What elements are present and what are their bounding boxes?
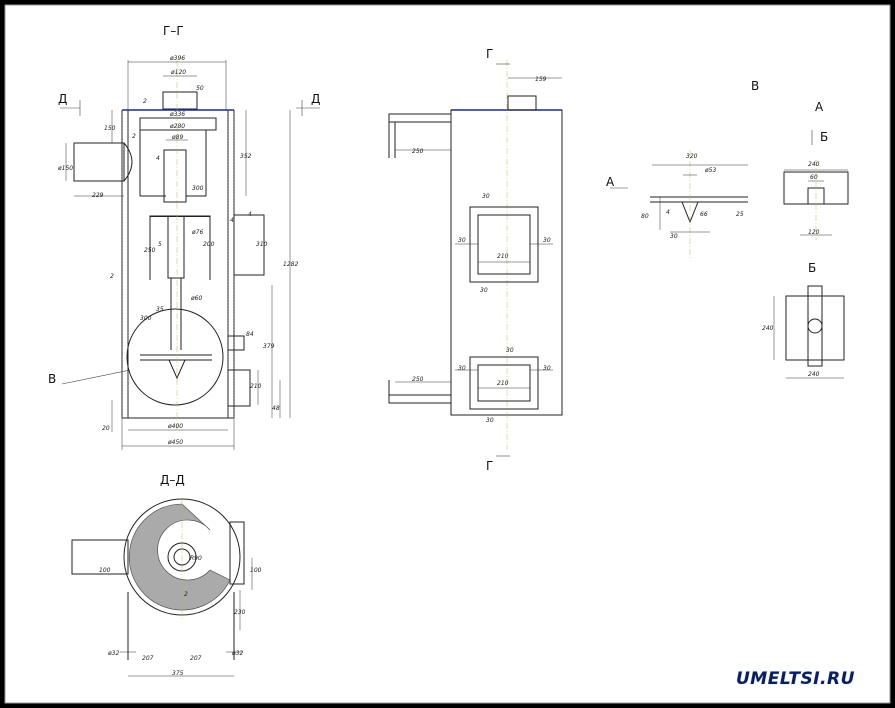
cut-label-g-top: Г <box>486 47 493 61</box>
dim-w250a: 250 <box>412 148 424 155</box>
cut-label-d-right: Д <box>311 92 320 106</box>
dim-v2b: 2 <box>132 133 136 140</box>
dim-d400: ø400 <box>167 423 183 430</box>
dim-d450: ø450 <box>167 439 183 446</box>
view-a-title: А <box>815 100 824 114</box>
dim-d32a: ø32 <box>107 650 119 657</box>
dim-d396: ø396 <box>169 55 185 62</box>
dim-s30-3: 30 <box>543 237 551 244</box>
dim-v4a: 4 <box>156 155 160 162</box>
dim-v300a: 300 <box>192 185 204 192</box>
dim-v207a: 207 <box>142 655 154 662</box>
dim-a-w240: 240 <box>808 161 820 168</box>
dim-a25: 25 <box>736 211 744 218</box>
dim-v1282: 1282 <box>283 261 298 268</box>
dim-v4b: 4 <box>230 217 234 224</box>
dim-r90: R90 <box>190 555 202 562</box>
dim-d120: ø120 <box>170 69 186 76</box>
dim-s30-1: 30 <box>482 193 490 200</box>
section-gg-view: Г–Г <box>48 24 320 450</box>
arrow-b-label: Б <box>820 130 828 144</box>
dim-v250: 250 <box>144 247 156 254</box>
section-dd-view: Д–Д R90 2 100 100 230 ø32 ø32 207 207 37… <box>71 473 262 677</box>
dim-v50: 50 <box>196 85 204 92</box>
detail-v-view: В А 320 ø53 80 4 66 25 30 <box>606 79 759 260</box>
dim-d89: ø89 <box>171 134 183 141</box>
dim-a66: 66 <box>700 211 708 218</box>
dim-w159: 159 <box>535 76 547 83</box>
dim-w375: 375 <box>172 670 184 677</box>
dim-s30-7: 30 <box>543 365 551 372</box>
dim-v4c: 4 <box>248 211 252 218</box>
dim-dd-v2: 2 <box>184 591 188 598</box>
cut-label-d-left: Д <box>58 92 67 106</box>
dim-h100b: 100 <box>250 567 262 574</box>
dim-d32b: ø32 <box>231 650 243 657</box>
dim-v229: 229 <box>92 192 104 199</box>
view-b-title: Б <box>808 261 816 275</box>
dim-w250b: 250 <box>412 376 424 383</box>
section-gg-title: Г–Г <box>163 24 184 38</box>
section-dd-title: Д–Д <box>160 473 185 487</box>
dim-d60: ø60 <box>190 295 202 302</box>
dim-v352: 352 <box>240 153 252 160</box>
dim-b-w240: 240 <box>808 371 820 378</box>
dim-h80: 80 <box>641 213 649 220</box>
dim-v2a: 2 <box>143 98 147 105</box>
dim-v150: 150 <box>104 125 116 132</box>
view-v-title: В <box>751 79 759 93</box>
dim-a4: 4 <box>666 209 670 216</box>
dim-d336: ø336 <box>169 111 185 118</box>
detail-a-view: А Б 240 60 120 <box>783 100 849 240</box>
dim-v200: 200 <box>203 241 215 248</box>
dim-v207b: 207 <box>190 655 202 662</box>
dim-a-w120: 120 <box>808 229 820 236</box>
dim-w320: 320 <box>686 153 698 160</box>
cut-label-g-bottom: Г <box>486 459 493 473</box>
dim-v300b: 300 <box>140 315 152 322</box>
dim-v48: 48 <box>272 405 280 412</box>
dim-d53: ø53 <box>704 167 716 174</box>
dim-a30: 30 <box>670 233 678 240</box>
dim-v20: 20 <box>102 425 110 432</box>
dim-b-h240: 240 <box>762 325 774 332</box>
dim-v35: 35 <box>156 306 164 313</box>
dim-w210b: 210 <box>497 380 509 387</box>
dim-s30-2: 30 <box>458 237 466 244</box>
dim-d76: ø76 <box>191 229 203 236</box>
dim-d150: ø150 <box>57 165 73 172</box>
dim-w210a: 210 <box>497 253 509 260</box>
dim-v2c: 2 <box>110 273 114 280</box>
callout-v-label: В <box>48 372 56 386</box>
dim-v379: 379 <box>263 343 275 350</box>
detail-b-view: Б 240 240 <box>762 261 845 379</box>
arrow-a-label: А <box>606 175 615 189</box>
dim-a-w60: 60 <box>810 174 818 181</box>
dim-s30-8: 30 <box>486 417 494 424</box>
dim-s30-4: 30 <box>480 287 488 294</box>
watermark-logo: UMELTSI.RU <box>736 669 855 689</box>
dim-h100a: 100 <box>99 567 111 574</box>
dim-s30-5: 30 <box>506 347 514 354</box>
dim-v230: 230 <box>234 609 246 616</box>
front-view: Г Г 159 250 250 210 210 30 30 30 30 30 3… <box>388 47 563 473</box>
dim-s30-6: 30 <box>458 365 466 372</box>
dim-v84: 84 <box>246 331 254 338</box>
dim-v310: 310 <box>256 241 268 248</box>
dim-v210: 210 <box>250 383 262 390</box>
dim-v5: 5 <box>158 241 162 248</box>
dim-d280: ø280 <box>169 123 185 130</box>
